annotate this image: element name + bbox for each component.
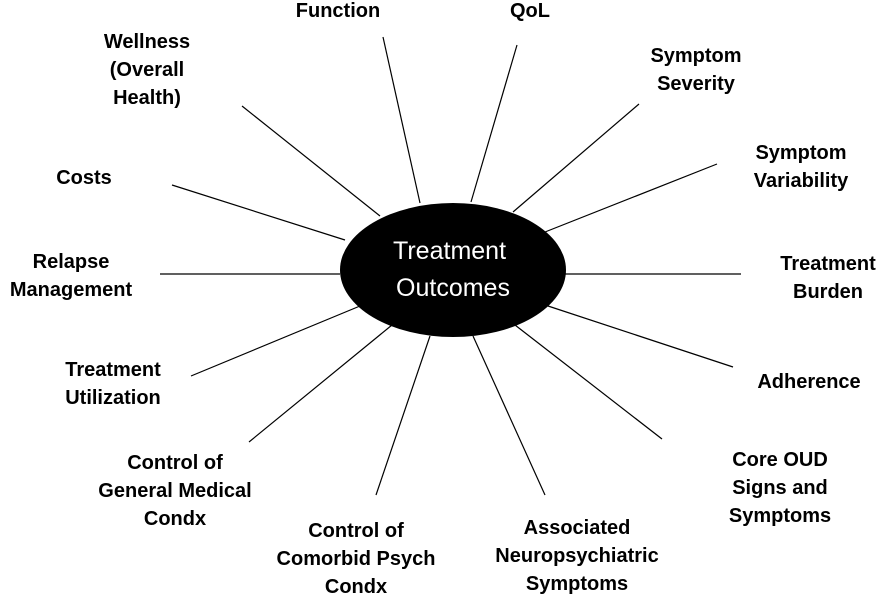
label-qol-line-1: QoL xyxy=(510,0,550,22)
label-costs: Costs xyxy=(56,164,112,192)
label-wellness-line-1: Wellness xyxy=(103,31,191,53)
label-control-general-medical-line-1: Control of xyxy=(127,452,223,474)
label-wellness-line-3: Health) xyxy=(113,87,181,109)
label-wellness-line-2: (Overall xyxy=(109,59,185,81)
label-adherence: Adherence xyxy=(757,368,860,396)
label-control-comorbid-psych-line-2: Comorbid Psych xyxy=(276,548,436,570)
label-associated-neuropsychiatric-line-3: Symptoms xyxy=(525,573,629,595)
label-core-oud-line-2: Signs and xyxy=(732,477,828,499)
label-function-line-1: Function xyxy=(295,0,381,22)
spokes xyxy=(160,36,741,496)
spoke-costs xyxy=(171,184,346,241)
label-associated-neuropsychiatric-line-1: Associated xyxy=(523,517,631,539)
spoke-function xyxy=(382,36,421,204)
treatment-outcomes-hub xyxy=(340,203,566,337)
spoke-associated-neuropsychiatric xyxy=(472,335,546,496)
label-control-general-medical-line-3: Condx xyxy=(143,508,207,530)
label-treatment-burden-line-2: Burden xyxy=(793,281,863,303)
label-relapse-management-line-2: Management xyxy=(9,279,133,301)
spoke-symptom-variability xyxy=(544,163,718,233)
label-core-oud-line-1: Core OUD xyxy=(732,449,828,471)
hub-title-line-1: Treatment xyxy=(393,237,506,265)
spoke-adherence xyxy=(544,304,734,368)
label-control-comorbid-psych-line-1: Control of xyxy=(308,520,404,542)
label-treatment-utilization-line-2: Utilization xyxy=(65,387,161,409)
hub-title: Treatment Outcomes xyxy=(393,237,513,302)
label-relapse-management-line-1: Relapse xyxy=(32,251,110,273)
label-symptom-severity-line-2: Severity xyxy=(657,73,735,95)
spoke-symptom-severity xyxy=(512,103,640,213)
spoke-wellness xyxy=(241,105,381,217)
label-symptom-variability-line-2: Variability xyxy=(753,170,849,192)
spoke-control-general-medical xyxy=(248,324,393,443)
spoke-core-oud xyxy=(514,324,663,440)
label-treatment-utilization-line-1: Treatment xyxy=(65,359,161,381)
label-treatment-burden-line-1: Treatment xyxy=(780,253,876,275)
label-function: Function xyxy=(296,0,380,25)
label-control-comorbid-psych-line-3: Condx xyxy=(324,576,388,598)
label-core-oud-line-3: Symptoms xyxy=(728,505,832,527)
label-qol: QoL xyxy=(510,0,550,25)
label-costs-line-1: Costs xyxy=(56,167,112,189)
label-control-general-medical-line-2: General Medical xyxy=(98,480,252,502)
spoke-control-comorbid-psych xyxy=(375,335,431,496)
hub-title-line-2: Outcomes xyxy=(396,274,510,302)
label-adherence-line-1: Adherence xyxy=(757,371,861,393)
label-symptom-severity-line-1: Symptom xyxy=(650,45,742,67)
label-symptom-variability-line-1: Symptom xyxy=(755,142,847,164)
spoke-treatment-utilization xyxy=(190,305,361,377)
spoke-qol xyxy=(470,44,518,203)
label-associated-neuropsychiatric-line-2: Neuropsychiatric xyxy=(495,545,659,567)
